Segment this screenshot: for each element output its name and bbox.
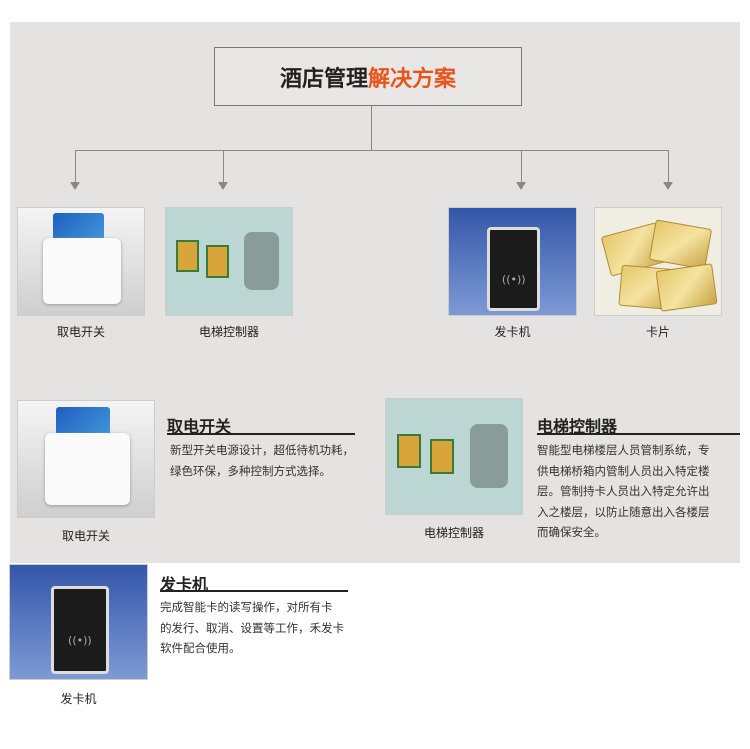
product-label: 取电开关	[56, 325, 105, 339]
title-underline	[160, 590, 348, 592]
arrow-down-icon	[516, 182, 526, 190]
description-line: 完成智能卡的读写操作，对所有卡	[160, 600, 333, 614]
description-line: 层。管制持卡人员出入特定允许出	[537, 484, 710, 498]
title-accent: 解决方案	[368, 66, 457, 92]
page-title: 酒店管理解决方案	[214, 47, 522, 106]
issuer-title: 发卡机	[160, 575, 209, 594]
description-line: 绿色环保，多种控制方式选择。	[170, 463, 331, 478]
description-line: 的发行、取消、设置等工作，禾发卡	[160, 620, 344, 635]
elevator-controller-image	[385, 398, 523, 515]
elevator-caption: 电梯控制器	[423, 526, 484, 540]
product-label: 发卡机	[494, 325, 531, 339]
connector-line	[75, 150, 76, 182]
arrow-down-icon	[218, 182, 228, 190]
switch-title: 取电开关	[167, 417, 232, 436]
title-underline	[167, 433, 355, 435]
description-line: 供电梯桥箱内管制人员出入特定楼	[537, 463, 710, 478]
arrow-down-icon	[663, 182, 673, 190]
product-label: 电梯控制器	[198, 325, 259, 339]
connector-line	[371, 106, 372, 150]
product-label: 卡片	[645, 325, 670, 339]
cards-image	[594, 207, 722, 316]
card-issuer-image	[448, 207, 577, 316]
issuer-caption: 发卡机	[60, 692, 97, 706]
connector-line	[223, 150, 224, 182]
card-issuer-image	[9, 564, 148, 680]
connector-line	[521, 150, 522, 182]
description-line: 智能型电梯楼层人员管制系统，专	[537, 443, 710, 457]
elevator-controller-image	[165, 207, 293, 316]
title-main: 酒店管理	[279, 66, 368, 92]
description-line: 而确保安全。	[537, 525, 606, 539]
title-underline	[537, 433, 740, 435]
connector-line	[75, 150, 669, 151]
elevator-title: 电梯控制器	[537, 417, 618, 436]
switch-caption: 取电开关	[61, 529, 110, 543]
arrow-down-icon	[70, 182, 80, 190]
description-line: 入之楼层，以防止随意出入各楼层	[537, 504, 710, 519]
description-line: 软件配合使用。	[160, 641, 241, 655]
description-line: 新型开关电源设计，超低待机功耗，	[170, 443, 354, 457]
connector-line	[668, 150, 669, 182]
power-switch-image	[17, 400, 155, 518]
power-switch-image	[17, 207, 145, 316]
